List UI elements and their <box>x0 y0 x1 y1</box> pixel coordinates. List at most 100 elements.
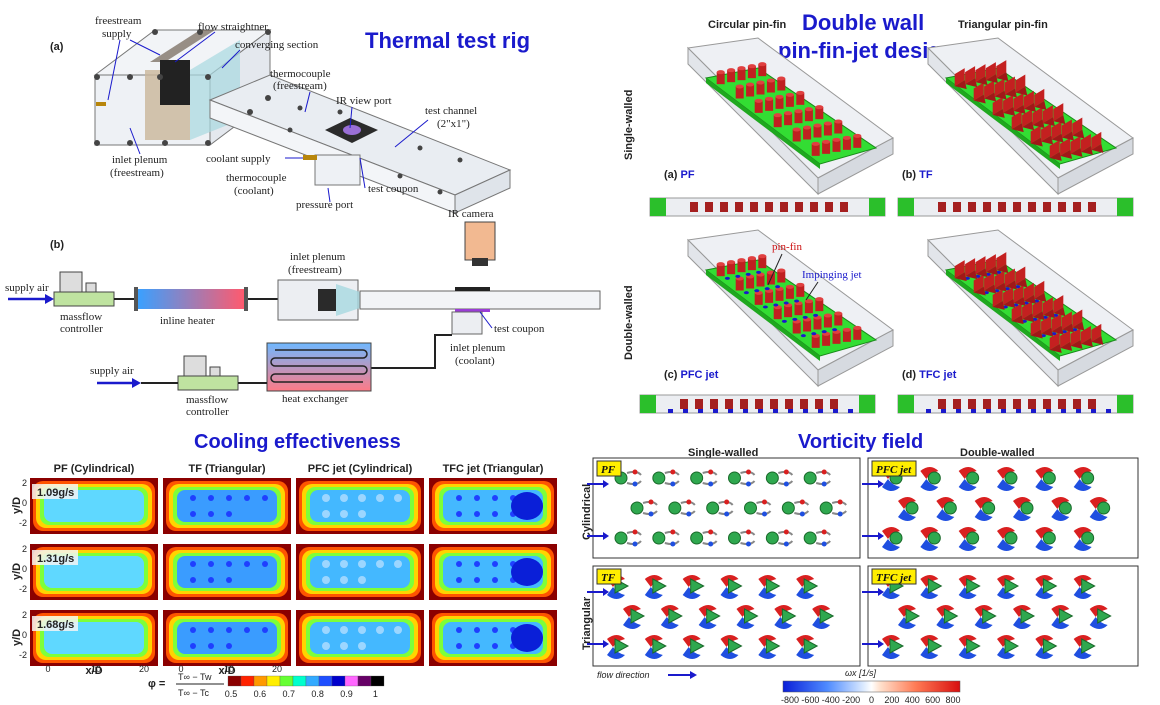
strip-jet <box>1031 409 1036 413</box>
strip-fin <box>938 399 946 409</box>
eff-map-core <box>310 556 410 588</box>
eff-xtick: 10 <box>224 664 234 674</box>
strip-fin <box>998 202 1006 212</box>
eff-map-spot <box>190 577 196 583</box>
svg-text:(b) TF: (b) TF <box>902 169 933 181</box>
vortex-red <box>670 469 676 475</box>
eff-map-spot <box>190 643 196 649</box>
eff-map-spot <box>492 511 498 517</box>
strip-fin <box>983 202 991 212</box>
vorticity-title: Vorticity field <box>798 431 923 453</box>
vorticity-tag: TF <box>601 572 616 584</box>
vorticity-tag: PF <box>601 464 616 476</box>
strip-fin <box>690 202 698 212</box>
circular-fin <box>811 143 820 156</box>
triangular-pin <box>652 578 667 594</box>
triangular-fin-face <box>1032 107 1043 126</box>
circular-fin <box>792 129 801 142</box>
eff-map-spot <box>394 560 402 568</box>
eff-map-spot <box>190 561 196 567</box>
heat-exchanger-shape <box>266 342 372 392</box>
jet-hole <box>811 332 817 336</box>
strip-fin <box>770 399 778 409</box>
label-circular-pin-fin: Circular pin-fin <box>708 19 787 31</box>
triangular-fin-face <box>1072 117 1083 136</box>
eff-cbar-swatch <box>305 675 320 687</box>
flow-arrow-head <box>603 588 609 596</box>
circular-fin-top <box>785 284 794 289</box>
strip-fin <box>680 399 688 409</box>
triangular-fin <box>1080 145 1093 155</box>
circular-fin <box>811 335 820 348</box>
vort-double-walled: Double-walled <box>960 447 1035 459</box>
eff-map-spot <box>322 494 330 502</box>
phi-equation: φ = T∞ − Tw T∞ − Tc <box>148 672 224 698</box>
eff-map-spot <box>358 576 366 584</box>
triangular-fin-face <box>954 68 965 87</box>
circular-fin <box>775 288 784 301</box>
triangular-pin <box>652 638 667 654</box>
eff-map-spot <box>358 494 366 502</box>
label-inlet-plenum-c-1: inlet plenum <box>450 342 506 354</box>
plate-tfc-jet <box>926 229 1134 388</box>
vortex-blue <box>1073 539 1092 551</box>
vorticity-panel-2: TF <box>587 565 861 667</box>
eff-column-header: TF (Triangular) <box>189 463 266 475</box>
circular-fin-top <box>758 62 767 67</box>
circular-pin <box>690 471 704 485</box>
triangular-fin <box>1051 325 1064 335</box>
eff-cbar-swatch <box>227 675 242 687</box>
jet-hole <box>800 334 806 338</box>
triangular-fin <box>954 272 967 282</box>
triangular-pin <box>927 638 943 654</box>
circular-fin-top <box>834 311 843 316</box>
triangular-fin <box>1051 133 1064 143</box>
strip-jet <box>698 409 703 413</box>
eff-map-spot <box>244 495 250 501</box>
eff-cbar-tick: 0.9 <box>340 689 353 699</box>
strip-fin <box>1058 202 1066 212</box>
eff-ytick: -2 <box>19 650 27 660</box>
triangular-fin <box>1034 100 1047 110</box>
circular-pin <box>966 471 980 485</box>
triangular-pin <box>803 578 819 594</box>
strip-fin <box>785 399 793 409</box>
eff-ylabel: y/D <box>11 497 23 514</box>
eff-map-spot <box>226 627 232 633</box>
vorticity-cbar-tick: 800 <box>945 695 960 705</box>
double-wall-title-2: pin-fin-jet design <box>778 38 955 63</box>
eff-map-spot <box>456 561 462 567</box>
triangular-fin-face <box>1022 109 1033 128</box>
triangular-fin <box>992 300 1005 310</box>
strip-jet <box>788 409 793 413</box>
circular-fin <box>804 109 813 122</box>
triangular-fin-face <box>954 260 965 279</box>
triangular-fin <box>1034 292 1047 302</box>
circular-fin-top <box>815 105 824 110</box>
triangular-fin <box>1041 135 1054 145</box>
circular-fin-top <box>773 113 782 118</box>
strip-fin <box>795 202 803 212</box>
triangular-fin-face <box>994 78 1005 97</box>
vortex-red <box>936 497 955 509</box>
vortex-blue <box>1035 479 1054 491</box>
triangular-fin-face <box>1042 297 1053 316</box>
triangular-pin <box>690 638 705 654</box>
eff-map-spot <box>322 626 330 634</box>
strip-fin <box>810 202 818 212</box>
eff-map-spot <box>340 576 348 584</box>
eff-cbar-tick: 0.8 <box>311 689 324 699</box>
strip-jet <box>941 409 946 413</box>
jet-hole <box>813 313 819 317</box>
triangular-fin <box>985 266 998 276</box>
vortex-blue <box>898 509 916 521</box>
circular-fin-top <box>735 84 744 89</box>
vorticity-panel-0: PF <box>587 457 861 559</box>
eff-map-spot <box>340 494 348 502</box>
circular-fin <box>765 290 774 303</box>
triangular-pin <box>966 578 981 594</box>
circular-pin <box>1058 501 1072 515</box>
caption-pf: PF <box>681 169 695 181</box>
triangular-fin-face <box>965 258 976 277</box>
